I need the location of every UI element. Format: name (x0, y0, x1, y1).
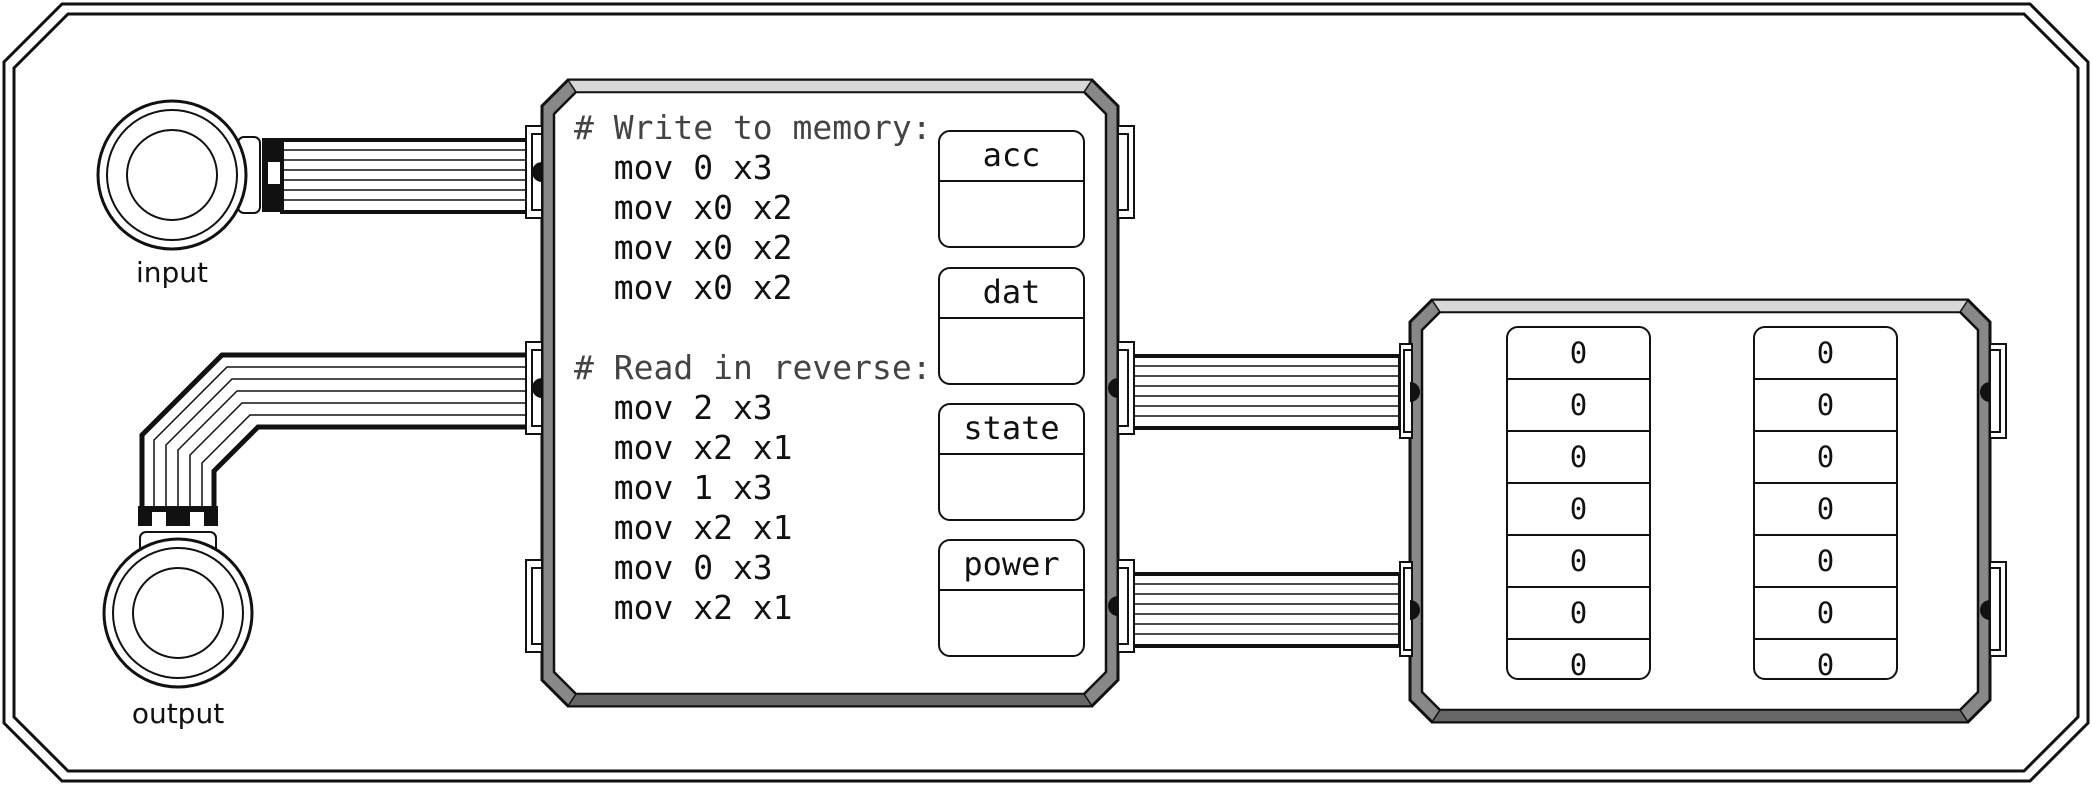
code-line[interactable]: mov x2 x1 (574, 428, 793, 467)
output-port-label: output (131, 697, 225, 730)
cpu-right-pins (1117, 125, 1135, 653)
code-line[interactable]: mov 0 x3 (574, 548, 773, 587)
memory-cell: 0 (1508, 432, 1649, 484)
wire-cpu-to-output (139, 352, 528, 508)
memory-cell: 0 (1755, 328, 1896, 380)
register-name: state (940, 405, 1083, 455)
cpu-pin-dots (532, 162, 1118, 616)
memory-cell: 0 (1816, 648, 1835, 680)
register-value (940, 182, 1083, 246)
memory-cell: 0 (1755, 380, 1896, 432)
register-name: dat (940, 269, 1083, 319)
memory-cell: 0 (1755, 484, 1896, 536)
code-line[interactable]: mov x2 x1 (574, 588, 793, 627)
wire-input-to-cpu (262, 138, 530, 214)
memory-cell: 0 (1755, 588, 1896, 640)
register-value (940, 591, 1083, 655)
memory-cell: 0 (1508, 536, 1649, 588)
memory-right-pins (1989, 343, 2007, 657)
code-comment-line[interactable]: # Read in reverse: (574, 348, 932, 387)
register-dat: dat (938, 267, 1085, 385)
register-acc: acc (938, 130, 1085, 248)
input-port-icon (96, 99, 261, 251)
register-name: power (940, 541, 1083, 591)
memory-cell: 0 (1508, 328, 1649, 380)
memory-cell: 0 (1508, 380, 1649, 432)
code-line[interactable]: mov 0 x3 (574, 148, 773, 187)
register-state: state (938, 403, 1085, 521)
register-power: power (938, 539, 1085, 657)
code-comment-line[interactable]: # Write to memory: (574, 108, 932, 147)
input-port-label: input (135, 256, 209, 289)
memory-cell: 0 (1508, 484, 1649, 536)
output-wire-connector (138, 506, 218, 526)
cpu-left-pins (525, 125, 543, 653)
code-line[interactable]: mov x0 x2 (574, 188, 793, 227)
code-line[interactable]: mov 1 x3 (574, 468, 773, 507)
memory-pin-dots (1410, 382, 1990, 620)
wire-cpu-to-memory-top (1128, 354, 1402, 430)
code-line[interactable]: mov x2 x1 (574, 508, 793, 547)
code-line[interactable]: mov x0 x2 (574, 268, 793, 307)
memory-cell: 0 (1755, 432, 1896, 484)
output-port-icon (102, 531, 254, 689)
code-line[interactable]: mov 2 x3 (574, 388, 773, 427)
wire-cpu-to-memory-bottom (1128, 572, 1402, 648)
memory-cell: 0 (1755, 536, 1896, 588)
memory-chip-body (1408, 298, 1992, 724)
code-line[interactable]: mov x0 x2 (574, 228, 793, 267)
memory-cell: 0 (1569, 648, 1588, 680)
register-value (940, 455, 1083, 519)
memory-cell: 0 (1508, 588, 1649, 640)
register-name: acc (940, 132, 1083, 182)
register-value (940, 319, 1083, 383)
